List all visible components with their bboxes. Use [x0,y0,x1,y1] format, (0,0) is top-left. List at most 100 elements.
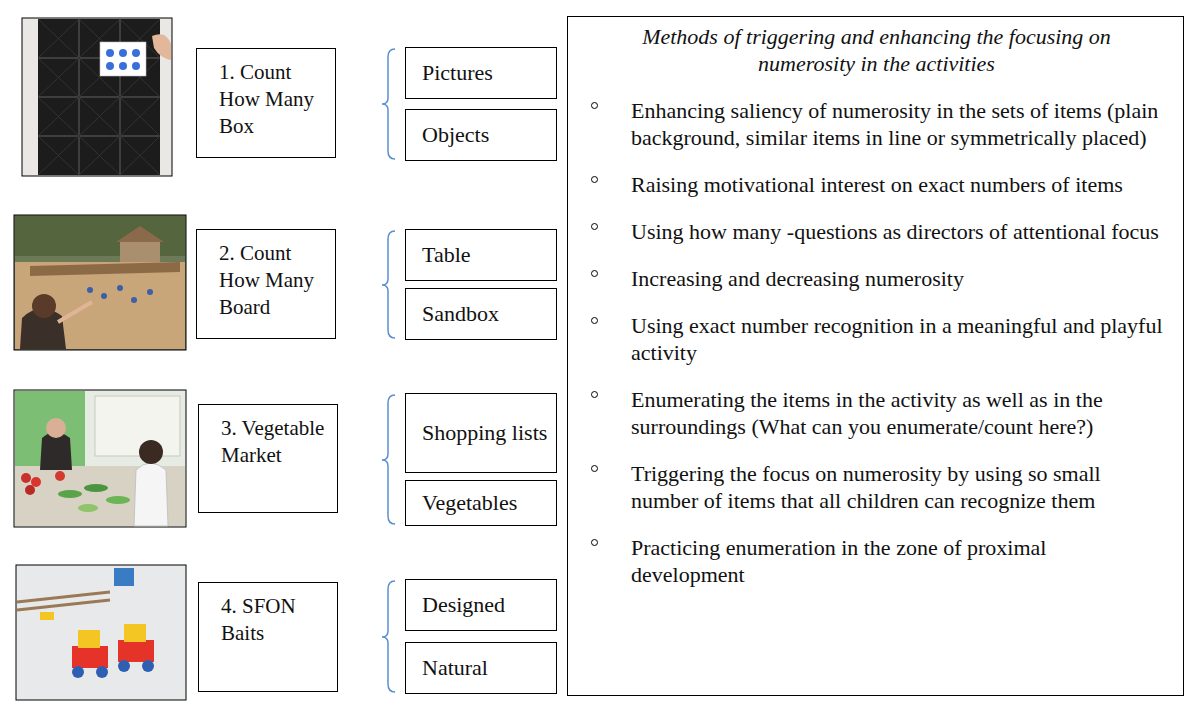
bullet-mark [591,317,598,324]
material-box: Objects [405,109,557,161]
card-dot [132,62,140,70]
panel-heading: Methods of triggering and enhancing the … [594,23,1159,77]
green-wall [15,391,85,471]
sandbox-sand [15,262,185,349]
text-row: 1. Count How Many Box [219,59,331,140]
text-row: Using how many -questions as directors o… [588,218,1165,245]
sandbox-edge [17,592,110,610]
bullet-mark [591,223,598,230]
methods-panel: Methods of triggering and enhancing the … [567,16,1184,696]
text-row: Enumerating the items in the activity as… [588,386,1165,440]
sand-item [87,287,93,293]
truck-bed [72,646,108,668]
material-box: Sandbox [405,288,557,340]
text-row: Methods of triggering and enhancing the … [588,23,1165,77]
material-box: Pictures [405,47,557,99]
window [95,396,180,456]
photo-count-box [22,18,172,176]
text-row: Table [422,242,550,268]
tomato [21,473,31,483]
activity-label: 3. Vegetable Market [221,415,333,469]
text-row: Sandbox [422,301,550,327]
text-row: Increasing and decreasing numerosity [588,265,1165,292]
material-label: Vegetables [422,490,550,516]
sand-item [101,293,107,299]
text-row: 4. SFON Baits [221,593,333,647]
box-grid [38,19,160,175]
photo-frame [16,565,186,700]
truck-wheel [72,666,84,678]
toy-truck [72,630,108,678]
tomato [31,477,41,487]
truck-wheel [142,660,154,672]
card-dot [106,49,114,57]
sand-item [147,289,153,295]
photo-vegetable-market [14,390,186,527]
card-dot [106,62,114,70]
sand-item [131,297,137,303]
node-content: Pictures [406,56,556,90]
truck-bed [118,640,154,662]
activity-label: 4. SFON Baits [221,593,333,647]
material-label: Natural [422,655,550,681]
photo-frame [22,18,172,176]
method-item: Enhancing saliency of numerosity in the … [631,97,1165,151]
node-content: Natural [406,651,556,685]
tomato [55,471,65,481]
material-box: Designed [405,579,557,631]
curly-brace [382,231,395,338]
material-box: Shopping lists [405,393,557,473]
material-box: Natural [405,642,557,694]
curly-brace [382,395,395,524]
bullet-mark [591,465,598,472]
method-item: Raising motivational interest on exact n… [631,171,1165,198]
node-content: 4. SFON Baits [199,583,337,655]
truck-wheel [118,660,130,672]
node-content: Objects [406,118,556,152]
text-row: Designed [422,592,550,618]
method-item: Using exact number recognition in a mean… [631,312,1165,366]
cucumber [84,484,108,492]
text-row: Enhancing saliency of numerosity in the … [588,97,1165,151]
dot-card [100,42,146,76]
blue-object [114,568,134,586]
truck-cab [78,630,100,648]
small-toy [40,612,54,620]
card-dots [106,49,140,70]
method-item: Practicing enumeration in the zone of pr… [631,534,1165,588]
material-box: Vegetables [405,480,557,526]
method-item: Triggering the focus on numerosity by us… [631,460,1165,514]
photo-count-board [14,215,186,350]
text-row: Using exact number recognition in a mean… [588,312,1165,366]
text-row: 3. Vegetable Market [221,415,333,469]
card-dot [119,62,127,70]
braces [382,49,395,692]
text-row: Raising motivational interest on exact n… [588,171,1165,198]
bullet-mark [591,102,598,109]
activity-box: 3. Vegetable Market [198,404,338,513]
text-row: Natural [422,655,550,681]
text-row: Objects [422,122,550,148]
node-content: 3. Vegetable Market [199,405,337,477]
child-head [139,440,163,464]
method-item: Enumerating the items in the activity as… [631,386,1165,440]
text-row: Shopping lists [422,420,550,446]
node-content: Table [406,238,556,272]
material-label: Table [422,242,550,268]
node-content: Methods of triggering and enhancing the … [568,17,1183,616]
activity-label: 1. Count How Many Box [219,59,331,140]
text-row: 2. Count How Many Board [219,240,331,321]
panel-crosses [38,19,160,175]
sand-item [117,285,123,291]
sand-items [87,285,153,303]
hut-roof [116,226,164,242]
activity-box: 1. Count How Many Box [196,48,336,158]
curly-brace [382,49,395,159]
node-content: Sandbox [406,297,556,331]
tomato [25,485,35,495]
node-content: 2. Count How Many Board [197,230,335,329]
black-box [38,19,160,175]
woman-arm [58,302,92,322]
cucumber [58,490,82,498]
material-label: Designed [422,592,550,618]
